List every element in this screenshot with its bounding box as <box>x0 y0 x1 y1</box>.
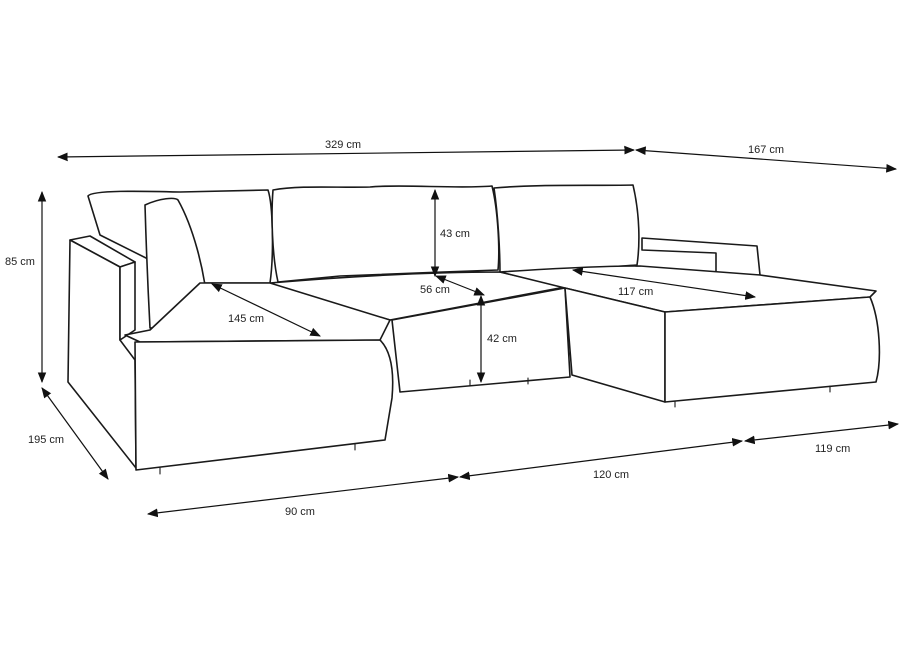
dim-line-329 <box>56 145 636 162</box>
dimension-lines <box>37 145 900 518</box>
right-chaise-front <box>664 296 881 403</box>
label-right-section: 119 cm <box>815 443 850 455</box>
dim-line-120 <box>458 437 744 481</box>
label-left-section: 90 cm <box>285 506 315 518</box>
dim-line-117 <box>571 267 757 300</box>
left-arm-inner <box>119 261 136 341</box>
label-right-chaise-length: 117 cm <box>618 286 653 298</box>
label-total-width: 329 cm <box>325 139 361 151</box>
label-seat-height: 42 cm <box>487 333 517 345</box>
sofa-drawing <box>67 184 881 475</box>
back-cushion-right <box>493 184 640 275</box>
left-chaise-front <box>134 339 394 471</box>
label-depth: 195 cm <box>28 434 64 446</box>
dim-line-56 <box>434 275 486 296</box>
label-left-chaise-length: 145 cm <box>228 313 264 325</box>
dim-line-90 <box>146 473 460 518</box>
label-seat-depth: 56 cm <box>420 284 450 296</box>
dim-line-145 <box>211 283 321 337</box>
dim-line-119 <box>743 420 900 445</box>
label-middle-section: 120 cm <box>593 469 629 481</box>
label-back-cushion-height: 43 cm <box>440 228 470 240</box>
dim-line-167 <box>634 146 898 173</box>
dimension-labels: 329 cm 167 cm 85 cm 195 cm 43 cm 56 cm 1… <box>5 139 850 518</box>
label-chaise-depth: 167 cm <box>748 144 784 156</box>
label-height: 85 cm <box>5 256 35 268</box>
dim-line-195 <box>41 387 109 480</box>
